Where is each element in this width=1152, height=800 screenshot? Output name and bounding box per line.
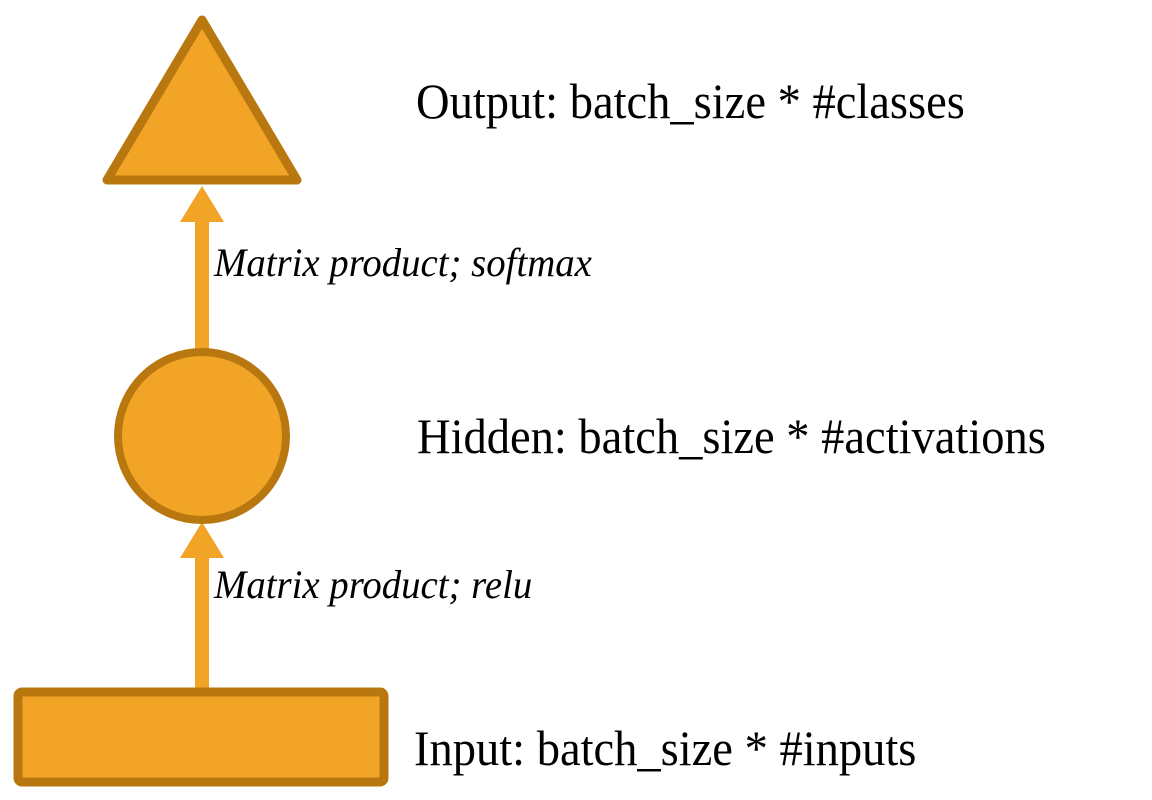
node-hidden-label: Hidden: batch_size * #activations	[417, 408, 1046, 464]
edge-input-to-hidden-label: Matrix product; relu	[214, 562, 533, 607]
node-output-triangle[interactable]	[102, 15, 302, 185]
node-hidden-circle[interactable]	[114, 348, 290, 524]
edge-input-to-hidden	[180, 522, 224, 692]
node-input-rectangle[interactable]	[13, 687, 389, 787]
arrow-shaft-hidden-to-output	[195, 205, 209, 353]
edge-hidden-to-output	[180, 186, 224, 353]
edge-hidden-to-output-label: Matrix product; softmax	[214, 240, 592, 285]
arrow-head-input-to-hidden	[180, 522, 224, 558]
arrow-shaft-input-to-hidden	[195, 540, 209, 692]
node-output-label: Output: batch_size * #classes	[416, 73, 965, 129]
arrow-head-hidden-to-output	[180, 186, 224, 222]
node-input-label: Input: batch_size * #inputs	[414, 720, 917, 776]
